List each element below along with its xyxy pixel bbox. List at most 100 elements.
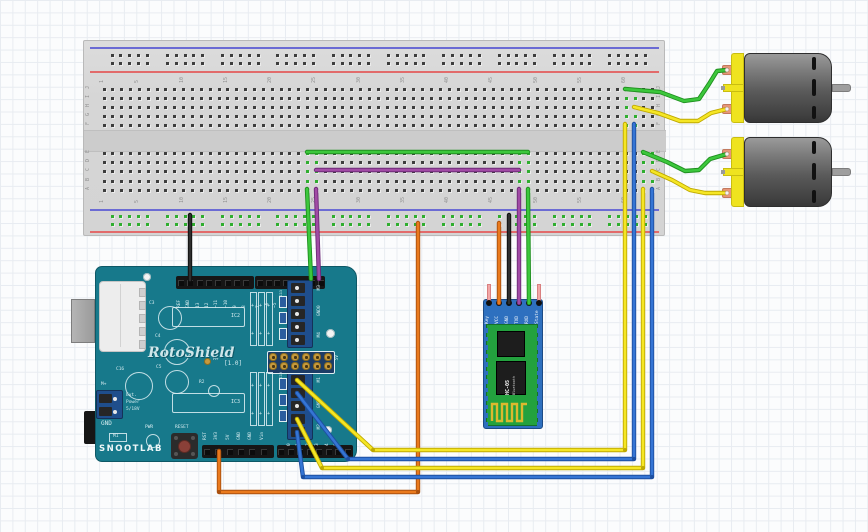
breadboard-hole	[615, 114, 619, 118]
breadboard-hole	[589, 179, 593, 183]
castellation-pad	[484, 379, 488, 384]
breadboard-hole	[217, 151, 221, 155]
breadboard-hole	[217, 169, 221, 173]
breadboard-hole	[509, 96, 513, 100]
rail-hole	[477, 61, 481, 65]
rail-hole	[634, 214, 638, 218]
breadboard-hole	[120, 160, 124, 164]
breadboard-hole	[244, 96, 248, 100]
wire-m1a-terminal-to-col60[interactable]	[294, 121, 628, 453]
breadboard-hole	[429, 114, 433, 118]
hc05-chip	[497, 331, 525, 357]
breadboard-hole	[606, 179, 610, 183]
breadboard-hole	[447, 105, 451, 109]
decor	[327, 356, 330, 359]
breadboard-hole	[447, 179, 451, 183]
breadboard-hole	[350, 114, 354, 118]
breadboard-hole	[553, 87, 557, 91]
breadboard-hole	[164, 123, 168, 127]
wire-m2a-terminal-to-col62[interactable]	[294, 186, 646, 471]
breadboard-hole	[562, 96, 566, 100]
breadboard-hole	[447, 160, 451, 164]
breadboard-hole	[226, 123, 230, 127]
breadboard-hole	[376, 160, 380, 164]
breadboard-hole	[208, 151, 212, 155]
breadboard-hole	[288, 169, 292, 173]
silk-label: GND	[101, 420, 112, 427]
breadboard-hole	[606, 87, 610, 91]
rail-hole	[238, 214, 242, 218]
breadboard-hole	[474, 105, 478, 109]
rail-hole	[422, 53, 426, 57]
wire-bendpoint	[371, 448, 375, 452]
mounting-hole	[143, 273, 151, 281]
wire-col61-to-motor1-minus[interactable]	[631, 104, 730, 124]
rail-hole	[302, 61, 306, 65]
breadboard-hole	[518, 105, 522, 109]
breadboard-hole	[279, 179, 283, 183]
rail-hole	[608, 222, 612, 226]
breadboard-hole	[111, 123, 115, 127]
breadboard-hole	[359, 87, 363, 91]
breadboard-hole	[571, 87, 575, 91]
rail-hole	[588, 61, 592, 65]
screw-dot	[295, 337, 300, 343]
terminal-screw	[99, 394, 112, 403]
rail-hole	[201, 214, 205, 218]
breadboard-hole	[173, 179, 177, 183]
wire-col49-to-hc05-rxd[interactable]	[525, 186, 532, 306]
wire-shield-3v3-to-rail[interactable]	[216, 220, 421, 495]
rail-hole	[579, 61, 583, 65]
rail-hole	[367, 61, 371, 65]
breadboard-hole	[288, 188, 292, 192]
smd-cap	[279, 312, 287, 324]
castellation-pad	[536, 387, 540, 392]
breadboard-hole	[146, 151, 150, 155]
breadboard-hole	[536, 160, 540, 164]
wire-col63-to-motor2-minus[interactable]	[649, 168, 730, 196]
cap-outline	[258, 372, 265, 426]
breadboard-hole	[447, 114, 451, 118]
rail-hole	[358, 214, 362, 218]
rail-hole	[413, 61, 417, 65]
breadboard-hole	[553, 169, 557, 173]
relay-module	[99, 281, 146, 352]
wire-pin0-to-col25[interactable]	[313, 186, 322, 282]
breadboard-hole	[279, 169, 283, 173]
breadboard-hole	[155, 160, 159, 164]
capacitor-outline	[165, 370, 189, 394]
breadboard-hole	[500, 188, 504, 192]
wire-pin1-to-col24[interactable]	[304, 186, 314, 282]
wire-col62-to-motor2-plus[interactable]	[640, 149, 730, 174]
rail-hole	[137, 61, 141, 65]
breadboard-hole	[438, 114, 442, 118]
breadboard-hole	[491, 114, 495, 118]
wire-col60-to-motor1-plus[interactable]	[622, 67, 730, 104]
rail-hole	[119, 61, 123, 65]
decor	[294, 356, 297, 359]
breadboard-hole	[483, 160, 487, 164]
wire-m2b-terminal-to-col63[interactable]	[294, 186, 655, 480]
castellation-pad	[536, 370, 540, 375]
breadboard-hole	[323, 188, 327, 192]
rail-hole	[588, 53, 592, 57]
rail-hole	[145, 53, 149, 57]
rail-hole	[460, 53, 464, 57]
wire-m1b-terminal-to-col61[interactable]	[294, 121, 637, 462]
breadboard-hole	[332, 114, 336, 118]
breadboard-hole	[642, 96, 646, 100]
breadboard-hole	[235, 105, 239, 109]
rail-hole	[395, 53, 399, 57]
rail-hole	[460, 214, 464, 218]
rail-hole	[229, 222, 233, 226]
breadboard-hole	[483, 87, 487, 91]
rail-hole	[387, 214, 391, 218]
cap-label: C5	[156, 365, 162, 370]
cap-label: C3	[149, 301, 155, 306]
breadboard-hole	[545, 188, 548, 192]
header-pin	[325, 448, 332, 455]
rail-hole	[367, 53, 371, 57]
wire-bendpoint	[416, 490, 420, 494]
breadboard-hole	[474, 87, 478, 91]
